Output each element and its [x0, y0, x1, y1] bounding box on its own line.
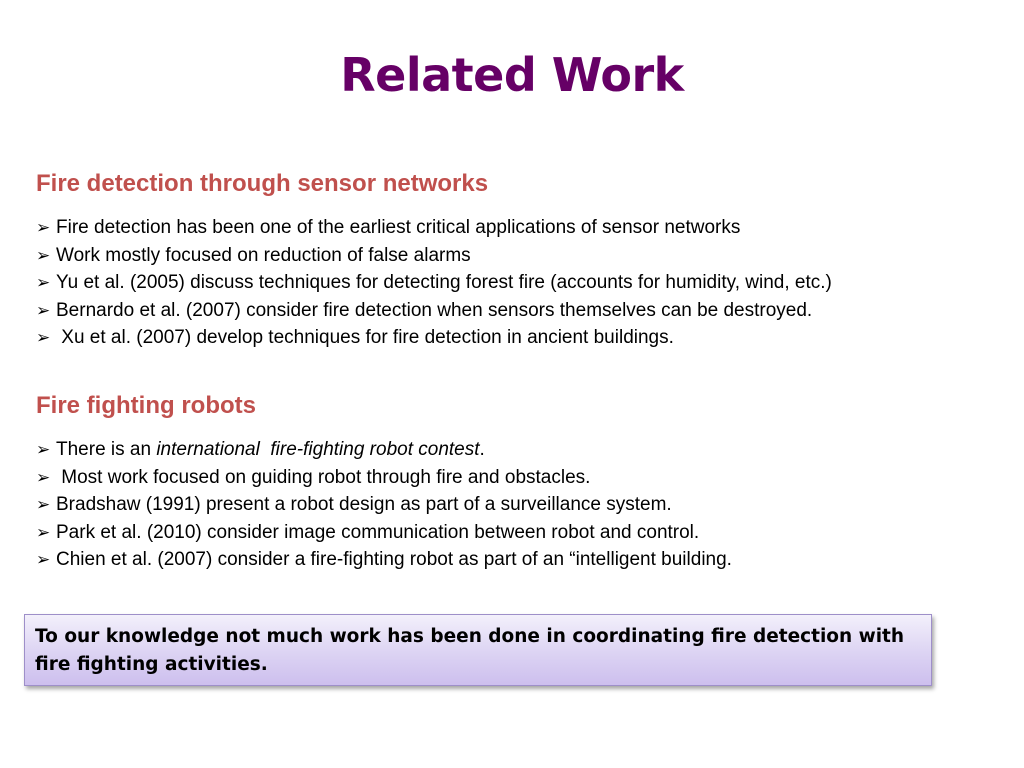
bullet-text: Bernardo et al. (2007) consider fire det…: [56, 299, 813, 321]
arrowhead-bullet-icon: ➢: [36, 550, 51, 569]
list-item: ➢ Yu et al. (2005) discuss techniques for…: [36, 269, 1006, 297]
arrowhead-bullet-icon: ➢: [36, 495, 51, 514]
bullet-text-emphasis: international fire-fighting robot contes…: [156, 439, 480, 460]
bullet-list-fire-fighting-robots: ➢There is an international fire-fighting…: [36, 436, 1006, 574]
list-item: ➢Bernardo et al. (2007) consider fire de…: [36, 297, 1006, 325]
arrowhead-bullet-icon: ➢: [36, 245, 51, 265]
bullet-text-prefix: There is an: [56, 439, 157, 460]
list-item: ➢ Fire detection has been one of the earl…: [36, 214, 1006, 242]
slide-title: Related Work: [340, 48, 684, 102]
list-item: ➢ Bradshaw (1991) present a robot design …: [36, 491, 1006, 519]
list-item: ➢Work mostly focused on reduction of fal…: [36, 242, 1006, 270]
bullet-text: Xu et al. (2007) develop techniques for …: [56, 327, 674, 348]
arrowhead-bullet-icon: ➢: [36, 522, 51, 542]
arrowhead-bullet-icon: ➢: [36, 273, 51, 292]
arrowhead-bullet-icon: ➢: [36, 218, 51, 237]
bullet-text: Chien et al. (2007) consider a fire-figh…: [56, 549, 732, 570]
arrowhead-bullet-icon: ➢: [36, 300, 51, 320]
list-item: ➢ Most work focused on guiding robot thr…: [36, 464, 1006, 492]
bullet-text: Work mostly focused on reduction of fals…: [56, 244, 471, 266]
bullet-text-suffix: .: [479, 439, 485, 460]
section-heading-sensor-networks: Fire detection through sensor networks: [36, 170, 489, 197]
bullet-text: Yu et al. (2005) discuss techniques for …: [56, 272, 832, 293]
list-item: ➢ Xu et al. (2007) develop techniques fo…: [36, 324, 1006, 352]
list-item: ➢Park et al. (2010) consider image commu…: [36, 519, 1006, 547]
list-item: ➢ Chien et al. (2007) consider a fire-fig…: [36, 546, 1006, 574]
bullet-text: Bradshaw (1991) present a robot design a…: [56, 494, 672, 515]
arrowhead-bullet-icon: ➢: [36, 328, 51, 347]
arrowhead-bullet-icon: ➢: [36, 440, 51, 459]
bullet-text: Park et al. (2010) consider image commun…: [56, 521, 700, 543]
bullet-list-sensor-networks: ➢Fire detection has been one of the earl…: [36, 214, 1006, 352]
arrowhead-bullet-icon: ➢: [36, 467, 51, 487]
conclusion-callout-box: To our knowledge not much work has been …: [24, 614, 932, 686]
list-item: ➢ There is an international fire-fighting…: [36, 436, 1006, 464]
bullet-text: Fire detection has been one of the earli…: [56, 217, 741, 238]
bullet-text: Most work focused on guiding robot throu…: [56, 466, 591, 488]
section-heading-fire-fighting-robots: Fire fighting robots: [36, 392, 256, 419]
